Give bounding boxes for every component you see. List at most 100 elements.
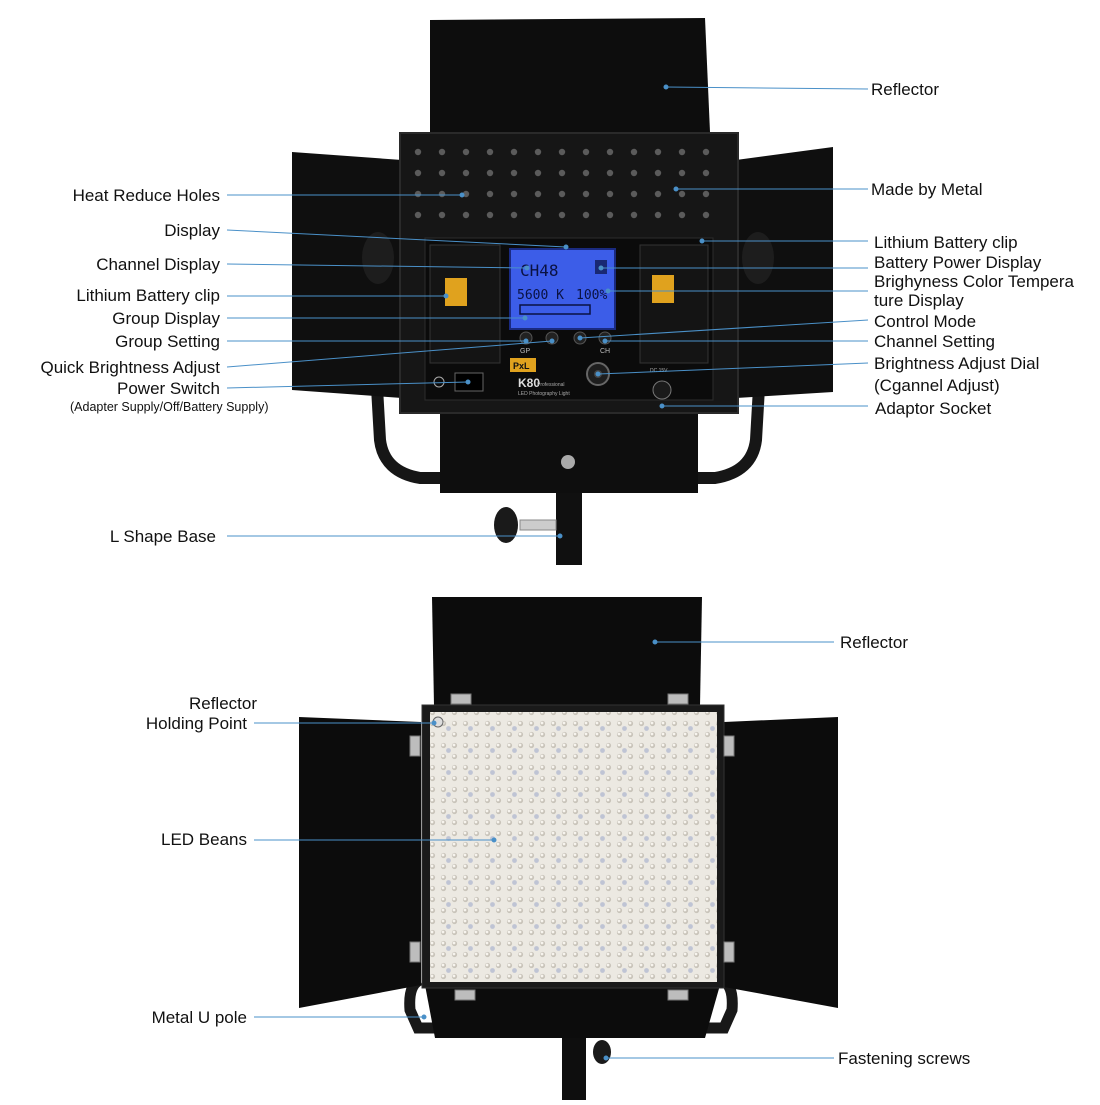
heat-hole [606,190,614,198]
l-base-knob [494,507,518,543]
top-device-back-view: CH48 5600 K 100% GP CH PxL K80 Professio… [292,18,833,565]
heat-hole [462,211,470,219]
heat-hole [462,148,470,156]
label-group-setting: Group Setting [115,332,220,351]
label-reflector-top: Reflector [871,80,940,99]
heat-hole [462,169,470,177]
top-right-knob [742,232,774,284]
label-l-shape-base: L Shape Base [109,527,216,546]
label-metal-u-pole: Metal U pole [151,1008,247,1027]
heat-hole [558,211,566,219]
lcd-brightness-bar [519,304,591,315]
ch-button-label: CH [600,348,610,355]
label-channel-setting: Channel Setting [874,332,995,351]
heat-hole [582,190,590,198]
heat-hole [630,169,638,177]
heat-hole [486,211,494,219]
top-right-reflector [736,147,833,398]
heat-hole [534,148,542,156]
label-led-beans: LED Beans [161,830,247,849]
heat-hole [510,190,518,198]
heat-hole [510,211,518,219]
label-control-mode: Control Mode [874,312,977,331]
right-battery-clip [639,244,709,364]
label-fastening-screws: Fastening screws [838,1049,971,1068]
heat-hole [678,190,686,198]
label-brightness-color-temp-1: Brighyness Color Tempera [874,272,1074,291]
heat-hole [438,190,446,198]
heat-hole [558,148,566,156]
label-reflector-holding-point-1: Reflector [188,694,257,713]
top-left-knob [362,232,394,284]
l-base-arm [519,519,557,531]
model-sub2: LED Photography Light [518,391,570,397]
heat-hole [630,190,638,198]
label-display: Display [164,221,220,240]
heat-hole [702,148,710,156]
label-made-by-metal: Made by Metal [871,180,983,199]
label-battery-power-display: Battery Power Display [874,253,1042,272]
lcd-brightness: 100% [576,288,607,303]
heat-reduce-holes-grid [414,148,710,219]
label-brightness-adjust-dial-1: Brightness Adjust Dial [874,354,1040,373]
heat-hole [702,190,710,198]
heat-hole [534,169,542,177]
heat-hole [630,148,638,156]
lcd-channel: CH48 [520,261,559,280]
bottom-bottom-reflector [425,985,720,1038]
bottom-device-front-view [299,597,838,1100]
bottom-left-reflector [299,717,421,1008]
heat-hole [606,148,614,156]
heat-hole [414,148,422,156]
heat-hole [438,148,446,156]
heat-hole [606,169,614,177]
lcd-temp: 5600 K [517,288,564,303]
heat-hole [486,169,494,177]
heat-hole [702,211,710,219]
adaptor-socket [652,380,672,400]
label-heat-reduce-holes: Heat Reduce Holes [72,186,220,205]
fastening-screw-knob [593,1040,611,1064]
top-left-reflector [292,152,402,398]
heat-hole [654,211,662,219]
heat-hole [678,211,686,219]
heat-hole [678,169,686,177]
led-panel-blue [430,712,717,982]
heat-hole [510,169,518,177]
mount-screw [561,455,575,469]
heat-hole [678,148,686,156]
label-quick-brightness-adjust: Quick Brightness Adjust [40,358,220,377]
power-rating: DC 15V [650,368,668,374]
label-brightness-color-temp-2: ture Display [874,291,964,310]
heat-hole [414,169,422,177]
label-group-display: Group Display [112,309,220,328]
heat-hole [654,190,662,198]
label-brightness-adjust-dial-2: (Cgannel Adjust) [874,376,1000,395]
model-sub: Professional [537,382,565,388]
bottom-right-reflector [724,717,838,1008]
heat-hole [654,169,662,177]
heat-hole [534,190,542,198]
holding-brackets [409,693,735,1001]
heat-hole [486,190,494,198]
label-power-switch-note: (Adapter Supply/Off/Battery Supply) [70,400,269,414]
heat-hole [558,190,566,198]
bottom-top-reflector [432,597,702,706]
label-power-switch: Power Switch [117,379,220,398]
label-lithium-battery-clip-left: Lithium Battery clip [76,286,220,305]
label-reflector-holding-point-2: Holding Point [145,714,247,733]
power-icon [433,376,445,388]
gp-button-label: GP [520,348,530,355]
top-top-reflector [430,18,710,132]
label-adaptor-socket: Adaptor Socket [875,399,992,418]
label-lithium-battery-clip-right: Lithium Battery clip [874,233,1018,252]
heat-hole [558,169,566,177]
heat-hole [702,169,710,177]
heat-hole [630,211,638,219]
heat-hole [510,148,518,156]
heat-hole [582,211,590,219]
brand-badge [510,358,536,372]
heat-hole [486,148,494,156]
